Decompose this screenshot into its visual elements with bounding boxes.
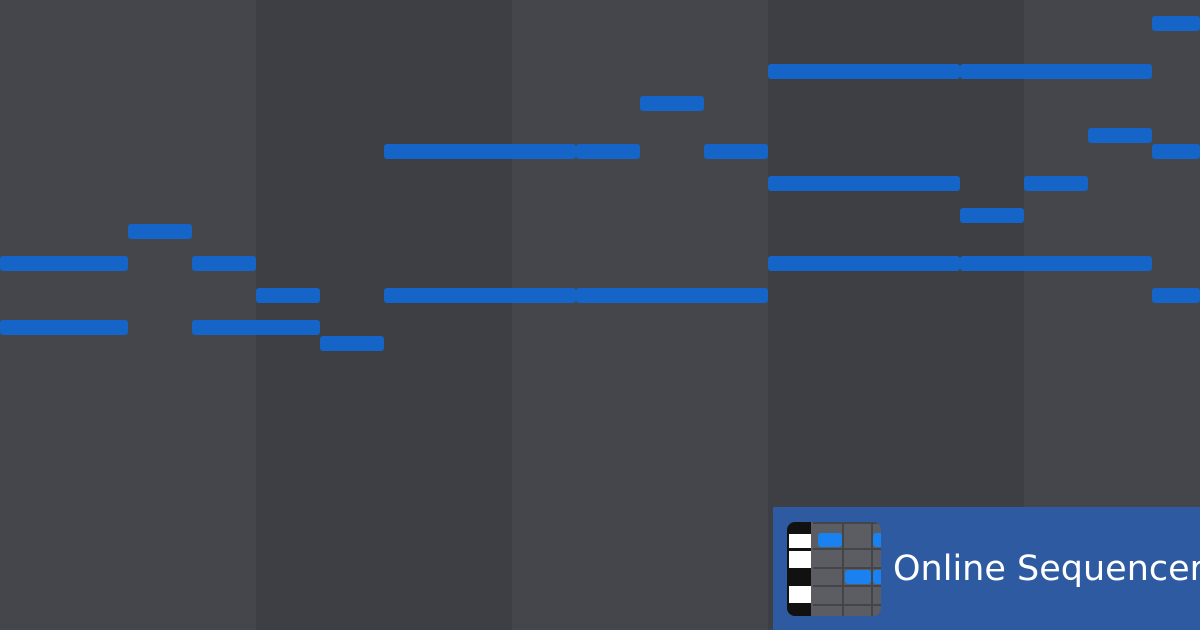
note-block[interactable] (576, 144, 640, 159)
piano-roll-logo-icon (787, 521, 881, 616)
note-block[interactable] (1152, 16, 1200, 31)
note-block[interactable] (1152, 288, 1200, 303)
note-block[interactable] (960, 256, 1152, 271)
note-block[interactable] (0, 256, 128, 271)
note-block[interactable] (768, 64, 960, 79)
note-block[interactable] (256, 288, 320, 303)
note-block[interactable] (192, 256, 256, 271)
measure-band (0, 0, 256, 630)
note-block[interactable] (640, 96, 704, 111)
measure-band (256, 0, 512, 630)
measure-band (512, 0, 768, 630)
note-block[interactable] (960, 208, 1024, 223)
note-block[interactable] (768, 256, 960, 271)
note-block[interactable] (0, 320, 128, 335)
note-block[interactable] (576, 288, 768, 303)
note-block[interactable] (192, 320, 320, 335)
note-block[interactable] (704, 144, 768, 159)
note-block[interactable] (1152, 144, 1200, 159)
note-block[interactable] (320, 336, 384, 351)
note-block[interactable] (1088, 128, 1152, 143)
note-block[interactable] (128, 224, 192, 239)
app-title: Online Sequencer (893, 548, 1200, 589)
note-block[interactable] (384, 288, 576, 303)
note-block[interactable] (384, 144, 576, 159)
note-block[interactable] (768, 176, 960, 191)
note-block[interactable] (960, 64, 1152, 79)
brand-banner[interactable]: Online Sequencer (773, 507, 1200, 630)
note-block[interactable] (1024, 176, 1088, 191)
